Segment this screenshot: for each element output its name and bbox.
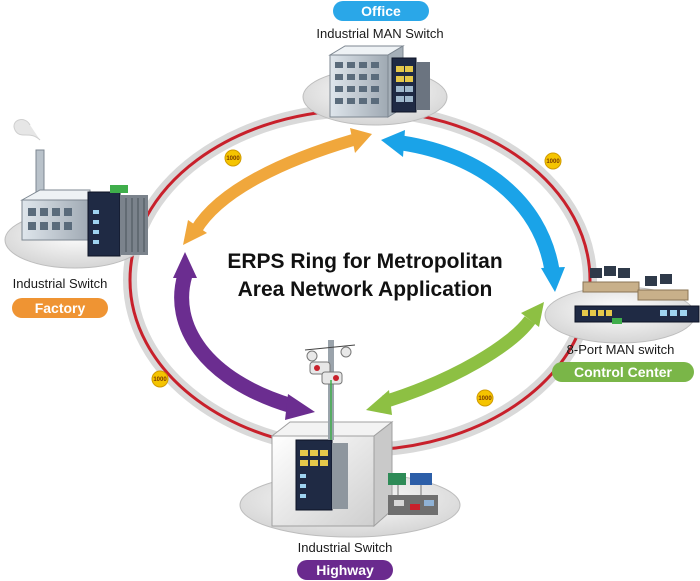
camera-pole-icon <box>304 340 356 440</box>
link-speed-badge-office-control: 1000 <box>544 152 562 170</box>
diagram-title-line-2: Area Network Application <box>237 278 493 301</box>
office-pill: Office <box>333 1 429 21</box>
link-speed-text: 1000 <box>546 159 560 165</box>
diagram-title-line-1: ERPS Ring for Metropolitan <box>227 250 503 273</box>
control-center-pill: Control Center <box>552 362 694 382</box>
highway-caption: Industrial Switch <box>297 540 393 555</box>
link-speed-text: 1000 <box>153 377 167 383</box>
arrow-factory-highway <box>173 252 315 420</box>
arrow-office-factory <box>183 128 372 245</box>
office-pill-label: Office <box>361 3 401 19</box>
highway-pill: Highway <box>297 560 393 580</box>
highway-cabinet-icon <box>270 420 394 528</box>
highway-pill-label: Highway <box>316 562 374 578</box>
link-speed-badge-highway-control: 1000 <box>476 389 494 407</box>
factory-caption: Industrial Switch <box>12 276 108 291</box>
factory-pill: Factory <box>12 298 108 318</box>
link-speed-badge-office-factory: 1000 <box>224 149 242 167</box>
link-speed-text: 1000 <box>226 156 240 162</box>
factory-switch-icon <box>87 185 148 257</box>
factory-pill-label: Factory <box>34 300 86 316</box>
control-center-icon <box>574 266 700 324</box>
office-caption: Industrial MAN Switch <box>316 26 444 41</box>
arrow-office-control-center <box>381 130 565 292</box>
link-speed-text: 1000 <box>478 396 492 402</box>
link-speed-badge-factory-highway: 1000 <box>151 370 169 388</box>
road-sign-icon <box>388 473 438 515</box>
factory-building-icon <box>13 119 91 241</box>
control-center-caption: 8-Port MAN switch <box>566 342 675 357</box>
arrow-highway-control-center <box>366 302 544 415</box>
office-switch-icon <box>391 57 430 113</box>
control-center-pill-label: Control Center <box>574 364 672 380</box>
